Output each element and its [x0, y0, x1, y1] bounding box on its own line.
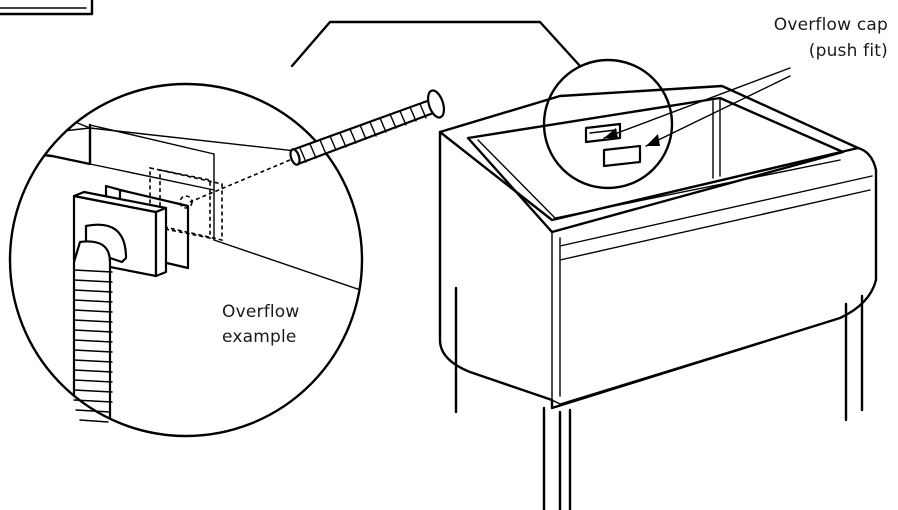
- overflow-cap-label: Overflow cap: [773, 15, 888, 35]
- zoom-circle: [542, 58, 674, 190]
- detail-circle-group: [8, 82, 364, 438]
- cropped-box-fragment: [0, 0, 94, 16]
- screw: [289, 89, 446, 166]
- overflow-cap-leader: [603, 67, 791, 147]
- overflow-cap-push-fit-label: (push fit): [808, 41, 888, 61]
- zoom-connector-line: [290, 20, 582, 68]
- hose-ribs: [73, 269, 113, 423]
- overflow-example-label: Overflow: [222, 302, 300, 322]
- screw-alignment-line: [189, 159, 291, 203]
- overflow-example-label-line2: example: [222, 327, 297, 347]
- basin-legs: [454, 286, 864, 510]
